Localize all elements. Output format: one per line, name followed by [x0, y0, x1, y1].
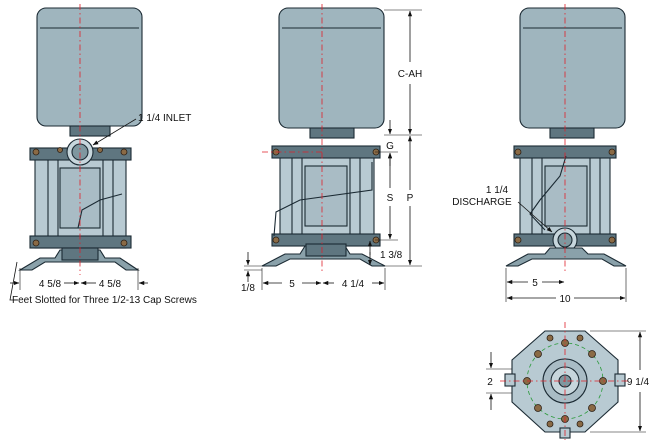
side-discharge-tube [273, 162, 373, 237]
discharge-label-line2: DISCHARGE [452, 197, 512, 208]
dim-bottom-width: 9 1/4 [627, 377, 650, 388]
dim-g: G [386, 141, 394, 152]
inlet-label: 1 1/4 INLET [138, 113, 191, 124]
dim-s: S [387, 193, 394, 204]
inlet-leader [92, 118, 137, 146]
dim-front-right: 4 5/8 [99, 279, 122, 290]
dim-front-left: 4 5/8 [39, 279, 62, 290]
motor [36, 7, 143, 137]
dim-p: P [407, 193, 414, 204]
discharge-label-line1: 1 1/4 [486, 185, 509, 196]
side-motor [278, 7, 385, 139]
right-base [505, 247, 627, 267]
right-discharge-port [552, 227, 578, 253]
right-discharge-tube [529, 155, 567, 231]
dim-motor-height: C-AH [398, 69, 422, 80]
bolts [32, 147, 128, 247]
feet-note: Feet Slotted for Three 1/2-13 Cap Screws [12, 295, 197, 306]
front-base [18, 247, 140, 271]
feet-leader [9, 261, 18, 301]
bottom-bolts [523, 334, 607, 428]
right-view: 1 1/4 DISCHARGE 5 10 [452, 4, 627, 305]
dim-bottom-height: 2 [487, 377, 493, 388]
right-motor [519, 7, 626, 139]
side-view: C-AH G S P 1 3/8 1/8 5 4 1/4 [241, 4, 422, 294]
dim-inlet-height: 1 3/8 [380, 250, 403, 261]
side-base [261, 243, 386, 267]
discharge-leader [517, 201, 553, 233]
dim-side-right: 4 1/4 [342, 279, 365, 290]
dim-right-half: 5 [532, 278, 538, 289]
dim-side-left: 5 [289, 279, 295, 290]
dim-right-width: 10 [559, 294, 571, 305]
front-view: 4 5/8 4 5/8 1 1/4 INLET Feet Slotted for… [9, 4, 197, 306]
bottom-view: 2 9 1/4 [486, 322, 650, 440]
side-pump-body [271, 145, 381, 247]
discharge-tube [77, 193, 123, 229]
inlet-port [66, 138, 94, 166]
dim-base-height: 1/8 [241, 283, 255, 294]
